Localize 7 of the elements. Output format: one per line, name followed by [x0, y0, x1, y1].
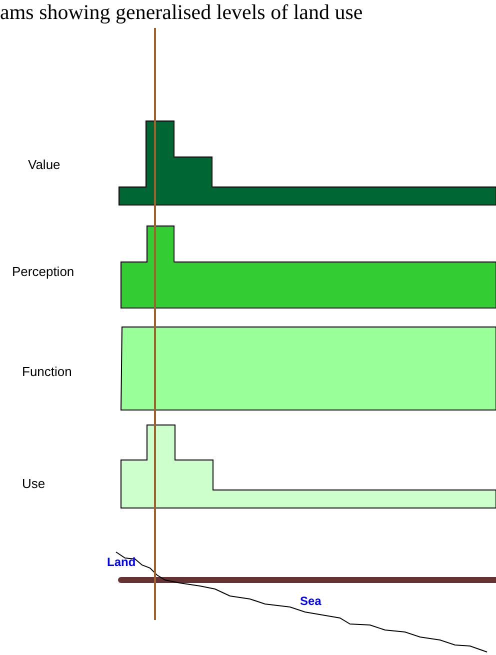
zone-label: Sea — [300, 594, 322, 608]
row-label: Use — [22, 476, 46, 491]
row-label: Perception — [12, 264, 74, 279]
diagram-title: ams showing generalised levels of land use — [0, 0, 363, 25]
zone-label: Land — [107, 555, 136, 569]
row-label: Function — [22, 364, 72, 379]
row-label: Value — [28, 157, 60, 172]
